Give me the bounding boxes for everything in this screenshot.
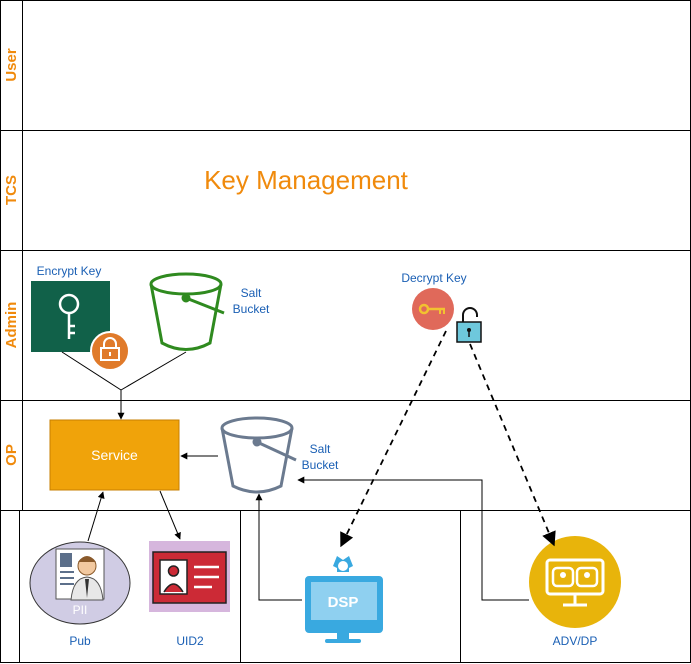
unlocked-padlock-icon [456, 307, 482, 343]
service-to-uid2-arrow [159, 490, 181, 540]
decrypt-to-advdp-dashed-arrow [469, 343, 556, 547]
advdp-icon [529, 536, 621, 628]
op-salt-bucket-label-line2: Bucket [302, 458, 339, 472]
admin-salt-bucket-label-line2: Bucket [233, 302, 270, 316]
salt-bucket-green-icon [149, 272, 225, 351]
service-box [49, 419, 180, 491]
pii-label: PII [73, 603, 88, 617]
pii-to-service-arrow [87, 491, 105, 542]
admin-salt-bucket-label-line1: Salt [241, 286, 262, 300]
dsp-to-salt-bucket-arrow [255, 493, 302, 601]
lane-label-user: User [3, 48, 20, 82]
decrypt-key-label: Decrypt Key [401, 271, 466, 285]
pub-label: Pub [69, 634, 91, 648]
lock-badge-icon [90, 331, 130, 371]
advdp-to-salt-bucket-arrow [297, 476, 529, 601]
admin-to-service-connector [61, 351, 187, 420]
lane-label-tcs: TCS [3, 175, 20, 205]
salt-bucket-gray-icon [220, 416, 297, 494]
dsp-label: DSP [328, 594, 359, 611]
op-salt-bucket-label-line1: Salt [310, 442, 331, 456]
key-management-title: Key Management [204, 165, 409, 195]
pii-icon [29, 541, 131, 625]
uid2-label: UID2 [176, 634, 204, 648]
uid2-card-icon [149, 541, 230, 612]
lane-label-admin: Admin [3, 302, 20, 349]
advdp-label: ADV/DP [553, 634, 598, 648]
decrypt-to-dsp-dashed-arrow [340, 330, 447, 548]
dsp-monitor-icon [305, 556, 383, 643]
encrypt-key-label: Encrypt Key [37, 264, 102, 278]
lane-label-op: OP [3, 444, 20, 466]
decrypt-key-icon [412, 288, 454, 330]
service-label: Service [91, 447, 138, 463]
